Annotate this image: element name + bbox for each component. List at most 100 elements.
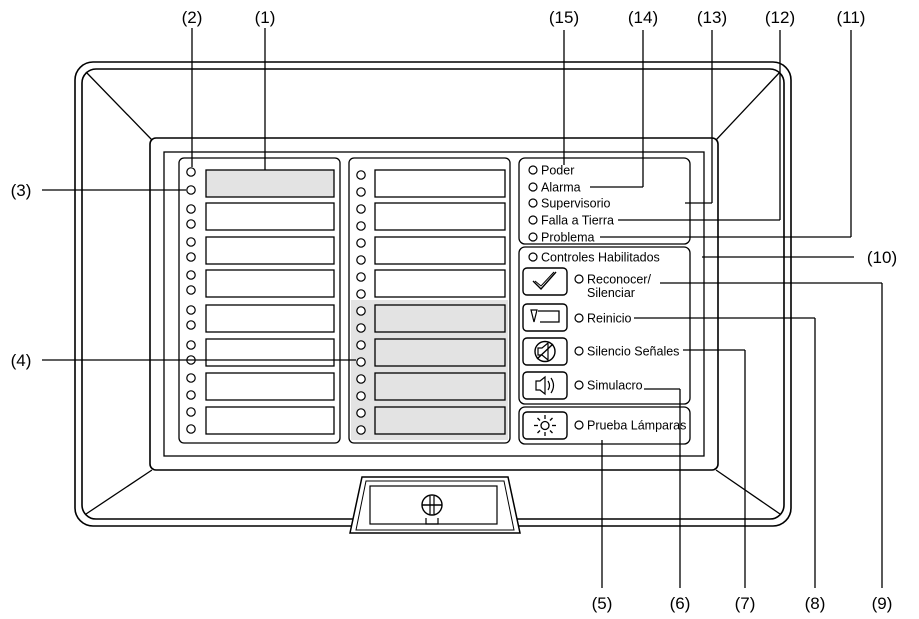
zone-led: [356, 340, 366, 350]
middle-leds: [356, 170, 366, 435]
drill-button[interactable]: [522, 371, 568, 400]
callout-4: (4): [11, 351, 32, 370]
controls-enabled-led: [528, 252, 538, 262]
acknowledge-label-line2: Silenciar: [587, 286, 635, 300]
trouble-led: [528, 232, 538, 242]
zone-led: [186, 424, 196, 434]
alarm-label: Alarma: [541, 181, 581, 195]
zone-label-box: [374, 269, 506, 298]
lamp-icon: [534, 415, 556, 436]
signal-silence-label: Silencio Señales: [587, 345, 679, 359]
acknowledge-led: [574, 274, 584, 284]
lamp-test-led: [574, 420, 584, 430]
zone-led: [356, 170, 366, 180]
trouble-label: Problema: [541, 231, 595, 245]
zone-led: [186, 204, 196, 214]
ground-fault-label: Falla a Tierra: [541, 214, 614, 228]
lamp-test-label: Prueba Lámparas: [587, 419, 686, 433]
zone-led: [356, 391, 366, 401]
callout-12: (12): [765, 8, 795, 27]
callout-7: (7): [735, 594, 756, 613]
zone-led: [186, 219, 196, 229]
callout-13: (13): [697, 8, 727, 27]
power-led: [528, 165, 538, 175]
zone-label-box: [374, 338, 506, 367]
zone-label-box: [205, 269, 335, 298]
supervisory-label: Supervisorio: [541, 197, 611, 211]
leader-lines: [42, 28, 883, 588]
supervisory-led: [528, 198, 538, 208]
signal-silence-button[interactable]: [522, 337, 568, 366]
zone-led: [186, 390, 196, 400]
zone-led: [186, 237, 196, 247]
ground-fault-led: [528, 215, 538, 225]
zone-led: [356, 272, 366, 282]
callout-9: (9): [872, 594, 893, 613]
signal-silence-led: [574, 346, 584, 356]
zone-label-box: [205, 406, 335, 435]
zone-led: [356, 187, 366, 197]
zone-led: [356, 255, 366, 265]
zone-label-box: [205, 236, 335, 265]
zone-led: [356, 306, 366, 316]
zone-led: [356, 408, 366, 418]
left-leds: [186, 167, 196, 434]
callout-10: (10): [867, 248, 897, 267]
acknowledge-label-line1: Reconocer/: [587, 273, 651, 287]
zone-led: [186, 167, 196, 177]
drill-led: [574, 380, 584, 390]
callout-11: (11): [837, 8, 866, 27]
reset-label: Reinicio: [587, 312, 632, 326]
checkmark-icon: [532, 271, 557, 291]
left-zone-column: [178, 157, 341, 444]
zone-led: [356, 357, 366, 367]
callout-1: (1): [255, 8, 276, 27]
reset-icon: [530, 309, 560, 323]
zone-label-box: [374, 169, 506, 198]
reset-button[interactable]: [522, 303, 568, 332]
zone-label-box: [205, 202, 335, 231]
callout-2: (2): [182, 8, 203, 27]
left-label-boxes: [205, 169, 335, 435]
power-label: Poder: [541, 164, 574, 178]
speaker-icon: [535, 375, 555, 396]
lamp-test-group: Prueba Lámparas: [518, 406, 691, 445]
controls-group: Controles Habilitados Reconocer/ Silenci…: [518, 246, 691, 405]
lock-icon: [421, 494, 443, 525]
middle-zone-column: [348, 157, 511, 444]
lamp-test-button[interactable]: [522, 411, 568, 440]
zone-led: [186, 340, 196, 350]
callout-15: (15): [549, 8, 579, 27]
zone-led: [186, 270, 196, 280]
zone-label-box: [205, 372, 335, 401]
zone-label-box: [374, 304, 506, 333]
zone-led: [186, 373, 196, 383]
acknowledge-button[interactable]: [522, 267, 568, 296]
zone-led: [356, 323, 366, 333]
zone-led: [356, 374, 366, 384]
zone-led: [356, 425, 366, 435]
reset-led: [574, 313, 584, 323]
zone-led: [356, 238, 366, 248]
zone-led: [356, 221, 366, 231]
zone-led: [186, 252, 196, 262]
callout-8: (8): [805, 594, 826, 613]
zone-label-box: [374, 372, 506, 401]
callout-14: (14): [628, 8, 658, 27]
zone-label-box: [374, 236, 506, 265]
zone-label-box: [205, 338, 335, 367]
alarm-led: [528, 182, 538, 192]
zone-label-box: [205, 169, 335, 198]
zone-label-box: [205, 304, 335, 333]
lock-housing: [349, 476, 521, 534]
zone-led: [356, 289, 366, 299]
callout-5: (5): [592, 594, 613, 613]
callout-3: (3): [11, 181, 32, 200]
zone-label-box: [374, 406, 506, 435]
callout-numbers: (1) (2) (3) (4) (5) (6) (7) (8) (9) (10)…: [11, 8, 898, 613]
callout-6: (6): [670, 594, 691, 613]
zone-led: [186, 407, 196, 417]
zone-led: [186, 185, 196, 195]
controls-enabled-label: Controles Habilitados: [541, 251, 660, 265]
zone-led: [186, 305, 196, 315]
